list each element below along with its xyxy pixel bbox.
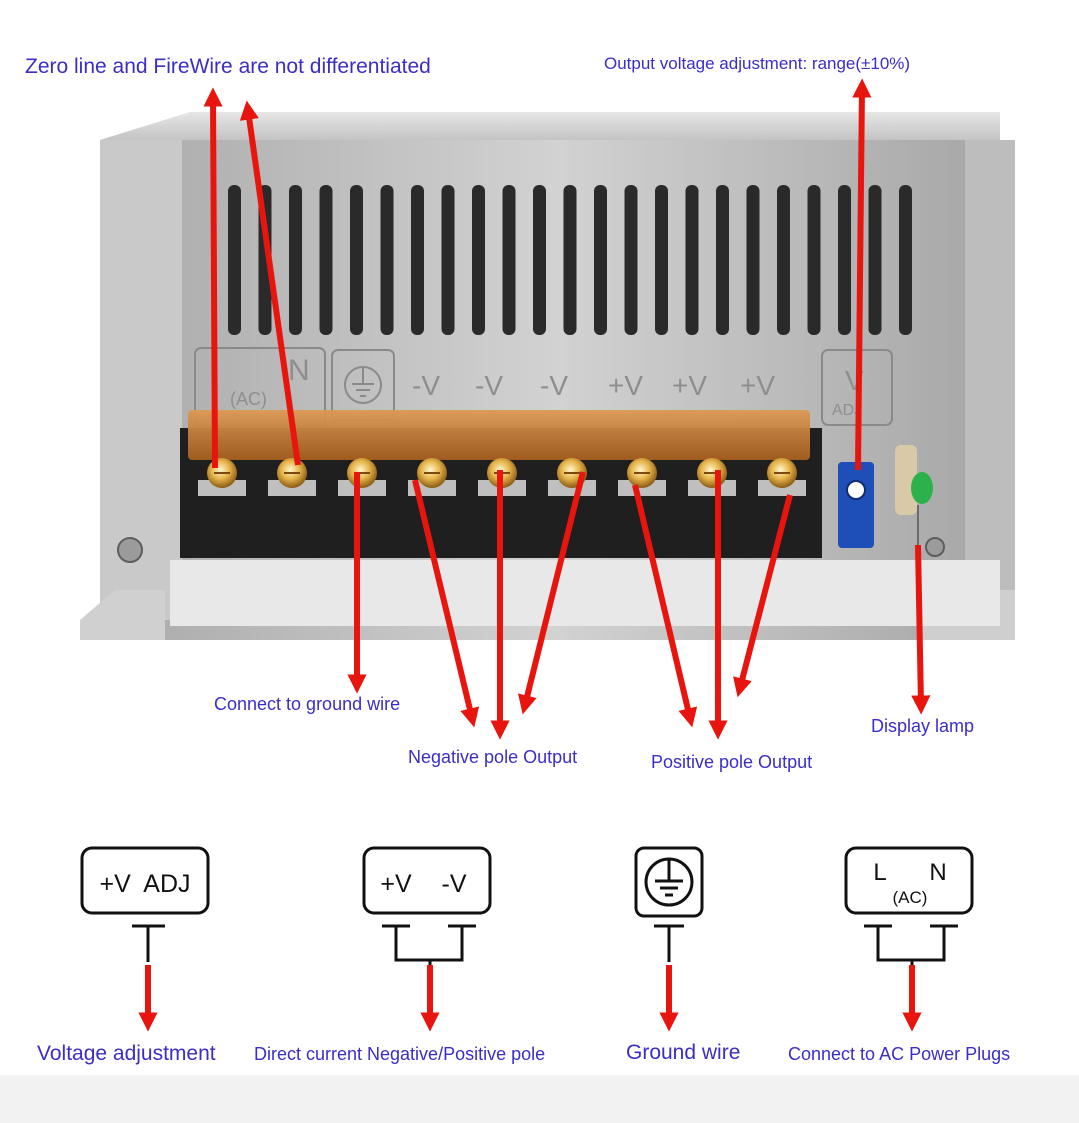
- vent-slot: [319, 185, 333, 335]
- arrow-lamp: [911, 544, 931, 715]
- legend-ac-caption: Connect to AC Power Plugs: [788, 1044, 1011, 1064]
- vent-slot: [289, 185, 302, 335]
- ac-terminal-icon: [844, 846, 974, 915]
- mounting-foot-left: [80, 590, 165, 640]
- footer-bar: [0, 1075, 1079, 1123]
- power-supply-unit: N (AC) -V -V -V +V +V +V V ADJ: [80, 112, 1015, 640]
- terminal-screw: [268, 458, 316, 496]
- arrow-pos-3: [733, 494, 793, 698]
- vent-slot: [411, 185, 424, 335]
- legend-ground-caption: Ground wire: [626, 1041, 741, 1064]
- arrow-neg-1: [412, 479, 480, 728]
- vent-slot: [472, 185, 485, 335]
- arrow-ac-l: [203, 87, 223, 469]
- diagram-canvas: N (AC) -V -V -V +V +V +V V ADJ: [25, 54, 1015, 1065]
- mounting-screw-left: [117, 537, 143, 563]
- arrow-neg-3: [518, 471, 586, 715]
- legend-arrows: [138, 965, 922, 1032]
- marking-terminal-2: -V: [475, 370, 503, 401]
- marking-terminal-1: -V: [412, 370, 440, 401]
- marking-ac: (AC): [230, 389, 267, 409]
- arrow-vadj: [852, 78, 872, 471]
- vent-slot: [685, 185, 699, 335]
- vent-slot: [899, 185, 912, 335]
- vent-slot: [777, 185, 790, 335]
- ground-callout-label: Connect to ground wire: [214, 694, 401, 714]
- housing-left-bracket: [100, 140, 182, 620]
- arrow-pos-1: [632, 484, 698, 728]
- housing-right-bracket: [965, 140, 1015, 620]
- ventilation-slots: [228, 185, 912, 335]
- marking-terminal-3: -V: [540, 370, 568, 401]
- vent-slot: [563, 185, 577, 335]
- legend-dc: +V -V: [362, 846, 492, 975]
- vent-slot: [594, 185, 607, 335]
- capacitor: [895, 445, 917, 515]
- vent-slot: [228, 185, 241, 335]
- potentiometer-knob: [846, 480, 866, 500]
- terminal-screw: [478, 458, 526, 496]
- ac-note-label: Zero line and FireWire are not different…: [25, 55, 431, 78]
- terminal-screw: [758, 458, 806, 496]
- negative-callout-label: Negative pole Output: [408, 747, 578, 767]
- positive-callout-label: Positive pole Output: [651, 752, 813, 772]
- vent-slot: [350, 185, 363, 335]
- ac-symbol-ac: (AC): [893, 888, 928, 907]
- marking-adj: ADJ: [832, 402, 862, 419]
- indicator-led: [911, 472, 933, 504]
- legend-adj: +V ADJ: [80, 846, 210, 962]
- legend-ground: [634, 846, 704, 962]
- ac-symbol-l: L: [873, 859, 886, 886]
- vent-slot: [868, 185, 882, 335]
- vent-slot: [807, 185, 821, 335]
- marking-n: N: [288, 354, 310, 387]
- mounting-screw-right: [925, 537, 945, 557]
- vadj-note-label: Output voltage adjustment: range(±10%): [604, 54, 911, 73]
- marking-terminal-6: +V: [740, 370, 775, 401]
- terminal-screw: [618, 458, 666, 496]
- vent-slot: [380, 185, 394, 335]
- marking-terminal-5: +V: [672, 370, 707, 401]
- vent-slot: [838, 185, 851, 335]
- base-plate: [170, 560, 1000, 626]
- vent-slot: [502, 185, 516, 335]
- dc-symbol-minus: -V: [442, 870, 467, 898]
- adj-symbol-text: +V ADJ: [99, 870, 190, 898]
- terminal-screws: [198, 458, 806, 496]
- legend-adj-caption: Voltage adjustment: [37, 1042, 216, 1065]
- legend-ac: L N (AC): [844, 846, 974, 975]
- vent-slot: [533, 185, 546, 335]
- arrow-ac-n: [239, 100, 301, 466]
- vent-slot: [441, 185, 455, 335]
- diagram-svg: N (AC) -V -V -V +V +V +V V ADJ: [80, 78, 1015, 1032]
- terminal-screw: [548, 458, 596, 496]
- lamp-callout-label: Display lamp: [871, 716, 975, 736]
- housing-top: [100, 112, 1000, 140]
- marking-terminal-4: +V: [608, 370, 643, 401]
- voltage-adjust-potentiometer: [838, 462, 874, 548]
- legend-dc-caption: Direct current Negative/Positive pole: [254, 1044, 546, 1064]
- ground-marking-symbol: [344, 366, 382, 404]
- adj-terminal-icon: [80, 846, 210, 915]
- vent-slot: [746, 185, 760, 335]
- callout-arrows: [203, 78, 931, 740]
- ac-symbol-n: N: [929, 859, 946, 886]
- vent-slot: [624, 185, 638, 335]
- dc-terminal-icon: [362, 846, 492, 915]
- terminal-cover-strip: [188, 410, 810, 460]
- vent-slot: [655, 185, 668, 335]
- dc-symbol-plus: +V: [380, 870, 412, 898]
- vent-slot: [716, 185, 729, 335]
